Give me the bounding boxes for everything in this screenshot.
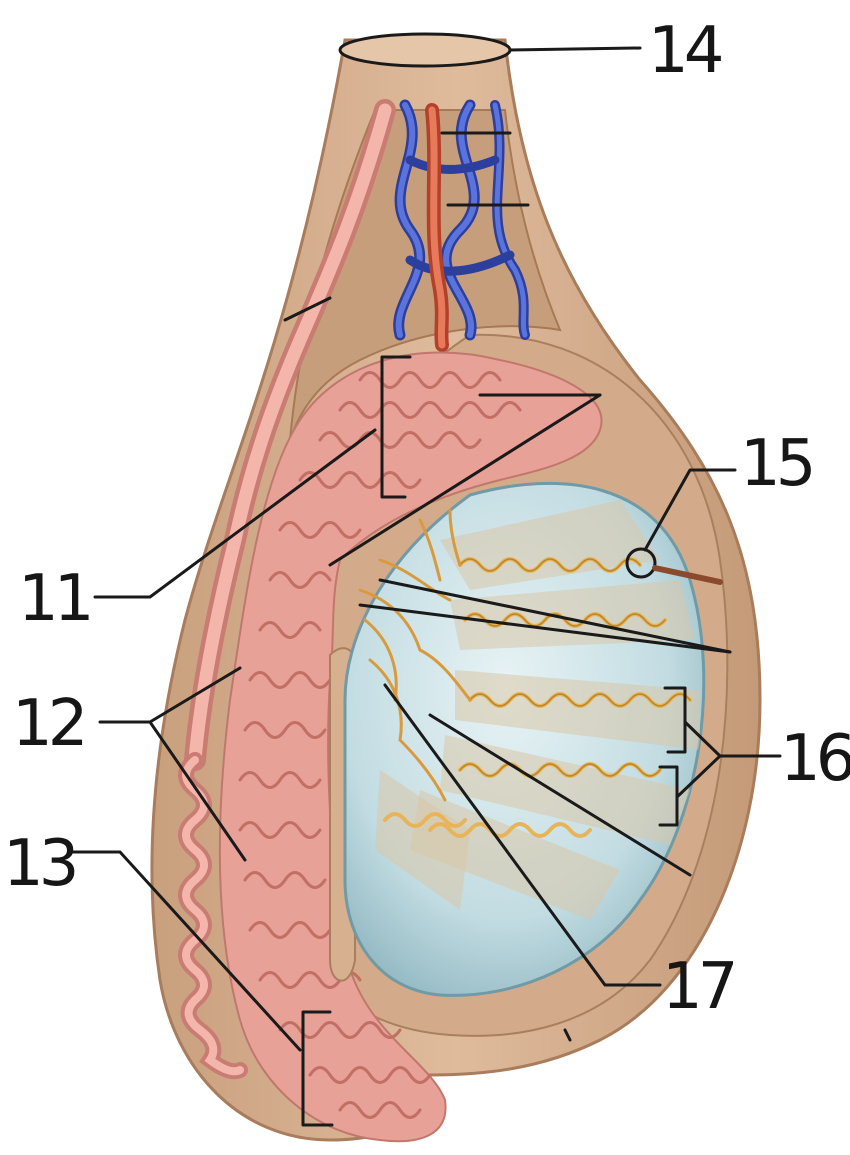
bracket-head [380, 355, 412, 499]
leader-lines [70, 46, 782, 1127]
bracket-16a [663, 686, 687, 754]
label-12: 12 [12, 687, 83, 761]
leader-12 [98, 666, 247, 862]
leader-rete-1 [378, 578, 732, 654]
leader-tunica [563, 1028, 572, 1042]
leader-13 [70, 850, 302, 1052]
leader-16 [675, 720, 782, 799]
bracket-tail [301, 1010, 334, 1127]
label-17: 17 [662, 950, 734, 1024]
spermatic-cord-ring [338, 32, 512, 68]
leader-efferent [328, 393, 602, 567]
leader-15 [643, 468, 737, 552]
label-16: 16 [780, 722, 850, 796]
leader-11 [93, 428, 377, 599]
leader-tubule [428, 713, 692, 877]
leader-15-tail [652, 565, 723, 585]
leader-15-circle [625, 547, 657, 579]
leader-17 [383, 683, 662, 987]
label-14: 14 [648, 14, 722, 88]
leader-ductus [283, 296, 332, 322]
label-13: 13 [3, 827, 75, 901]
leader-14 [508, 46, 642, 52]
leader-rete-2 [358, 603, 732, 654]
pampiniform-plexus [393, 99, 530, 341]
label-15: 15 [740, 427, 812, 501]
epididymis-coils [238, 371, 522, 1119]
label-11: 11 [18, 562, 89, 636]
rete-testis [358, 508, 472, 802]
